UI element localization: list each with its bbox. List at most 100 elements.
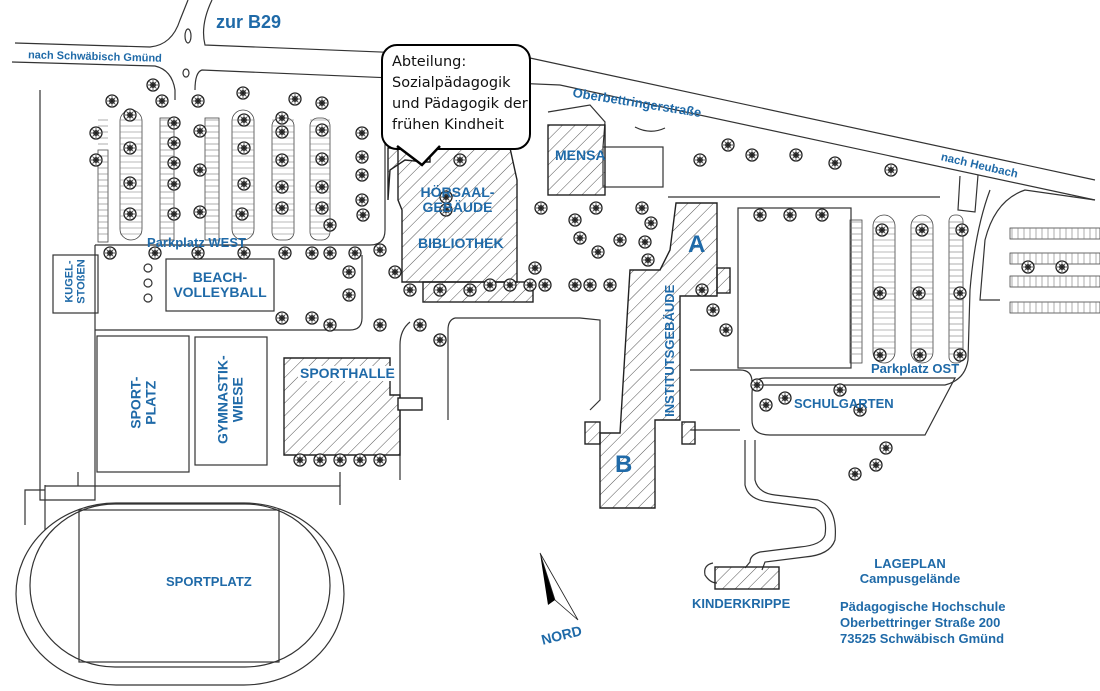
label-bibliothek: BIBLIOTHEK bbox=[418, 235, 504, 251]
tree-icon bbox=[873, 286, 887, 300]
tree-icon bbox=[237, 177, 251, 191]
label-sportplatz-small: SPORT- PLATZ bbox=[127, 363, 158, 443]
tree-icon bbox=[789, 148, 803, 162]
tree-icon bbox=[884, 163, 898, 177]
traffic-island bbox=[182, 68, 190, 78]
tree-icon bbox=[433, 333, 447, 347]
tree-icon bbox=[523, 278, 537, 292]
tree-icon bbox=[342, 265, 356, 279]
label-sportplatz: SPORTPLATZ bbox=[166, 574, 252, 589]
label-kugelstossen: KUGEL- STOßEN bbox=[63, 257, 87, 307]
road-label-b29: zur B29 bbox=[216, 12, 282, 32]
tree-icon bbox=[778, 391, 792, 405]
tree-icon bbox=[167, 156, 181, 170]
road-gmuend bbox=[11, 0, 189, 100]
tree-icon bbox=[613, 233, 627, 247]
tree-icon bbox=[503, 278, 517, 292]
tree-icon bbox=[953, 348, 967, 362]
tree-icon bbox=[275, 311, 289, 325]
label-building-a: A bbox=[688, 231, 706, 258]
tree-icon bbox=[453, 153, 467, 167]
tree-icon bbox=[89, 126, 103, 140]
tree-icon bbox=[373, 318, 387, 332]
label-hoersaal: HÖRSAAL- GEBÄUDE bbox=[415, 185, 500, 214]
tree-icon bbox=[123, 207, 137, 221]
tree-icon bbox=[323, 246, 337, 260]
tree-icon bbox=[373, 243, 387, 257]
tree-icon bbox=[275, 111, 289, 125]
kugelstossen-area bbox=[52, 254, 99, 314]
tree-icon bbox=[695, 283, 709, 297]
tree-icon bbox=[315, 201, 329, 215]
tree-icon bbox=[873, 348, 887, 362]
tree-icon bbox=[388, 265, 402, 279]
label-schulgarten: SCHULGARTEN bbox=[794, 396, 894, 411]
label-kinderkrippe: KINDERKRIPPE bbox=[692, 596, 791, 611]
label-parkplatz-ost: Parkplatz OST bbox=[871, 361, 960, 376]
label-gymnastikwiese: GYMNASTIK- WIESE bbox=[214, 350, 245, 450]
tree-icon bbox=[589, 201, 603, 215]
tree-icon bbox=[815, 208, 829, 222]
running-track-outer bbox=[15, 502, 345, 686]
label-line: GYMNASTIK- bbox=[214, 355, 231, 445]
running-track-inner bbox=[29, 503, 331, 668]
tree-icon bbox=[528, 261, 542, 275]
tree-icon bbox=[353, 453, 367, 467]
label-line: WIESE bbox=[229, 377, 245, 423]
tree-icon bbox=[167, 136, 181, 150]
tree-icon bbox=[275, 180, 289, 194]
tree-icon bbox=[356, 208, 370, 222]
gymnastikwiese-field bbox=[194, 336, 268, 466]
tree-icon bbox=[568, 213, 582, 227]
tree-icon bbox=[433, 283, 447, 297]
label-line: GEBÄUDE bbox=[422, 198, 493, 215]
tree-icon bbox=[721, 138, 735, 152]
tree-icon bbox=[568, 278, 582, 292]
tree-icon bbox=[355, 126, 369, 140]
tree-icon bbox=[591, 245, 605, 259]
tree-icon bbox=[833, 383, 847, 397]
tree-icon bbox=[315, 180, 329, 194]
tree-icon bbox=[913, 348, 927, 362]
tree-icon bbox=[315, 123, 329, 137]
callout-line: frühen Kindheit bbox=[392, 117, 504, 133]
tree-icon bbox=[638, 235, 652, 249]
tree-icon bbox=[348, 246, 362, 260]
label-institutsgebaeude: INSTITUTSGEBÄUDE bbox=[662, 284, 678, 417]
tree-icon bbox=[193, 124, 207, 138]
label-line: BEACH- bbox=[192, 269, 248, 285]
label-parkplatz-west: Parkplatz WEST bbox=[147, 235, 246, 250]
tree-icon bbox=[275, 153, 289, 167]
callout-pointer bbox=[396, 145, 441, 167]
tree-icon bbox=[403, 283, 417, 297]
address-line: 73525 Schwäbisch Gmünd bbox=[840, 631, 1005, 646]
address-line: Oberbettringer Straße 200 bbox=[840, 615, 1001, 630]
tree-icon bbox=[783, 208, 797, 222]
tree-icon bbox=[105, 94, 119, 108]
tree-icon bbox=[278, 246, 292, 260]
tree-icon bbox=[875, 223, 889, 237]
tree-icon bbox=[355, 150, 369, 164]
lawn-east bbox=[737, 207, 852, 369]
tree-icon bbox=[167, 177, 181, 191]
tree-icon bbox=[167, 207, 181, 221]
tree-icon bbox=[1021, 260, 1035, 274]
tree-icon bbox=[323, 218, 337, 232]
tree-icon bbox=[583, 278, 597, 292]
kinderkrippe-building bbox=[714, 566, 780, 590]
tree-icon bbox=[155, 94, 169, 108]
address-line: Pädagogische Hochschule bbox=[840, 599, 1006, 614]
tree-icon bbox=[644, 216, 658, 230]
tree-icon bbox=[123, 108, 137, 122]
tree-icon bbox=[1055, 260, 1069, 274]
tree-icon bbox=[237, 141, 251, 155]
tree-icon bbox=[848, 467, 862, 481]
tree-icon bbox=[342, 288, 356, 302]
label-mensa: MENSA bbox=[555, 147, 606, 163]
traffic-island bbox=[184, 28, 192, 44]
legend-address: Pädagogische Hochschule Oberbettringer S… bbox=[840, 599, 1005, 647]
tree-icon bbox=[879, 441, 893, 455]
tree-icon bbox=[355, 193, 369, 207]
